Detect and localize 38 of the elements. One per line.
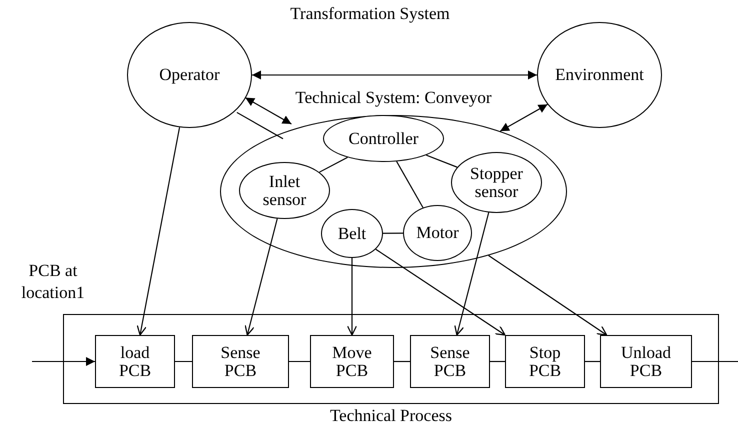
ellipse-node: Operator xyxy=(127,22,252,128)
ellipse-node: Environment xyxy=(537,22,662,128)
connector-line xyxy=(394,360,410,362)
arrow xyxy=(32,357,95,366)
connector-line xyxy=(383,232,403,234)
connector-line xyxy=(396,161,424,208)
process-box: Unload PCB xyxy=(600,335,692,388)
process-box: Sense PCB xyxy=(192,335,289,388)
arrow xyxy=(346,258,358,336)
arrow xyxy=(136,127,180,336)
connector-line xyxy=(692,360,738,362)
arrow xyxy=(244,218,278,336)
connector-line xyxy=(490,360,505,362)
ellipse-node: Controller xyxy=(323,115,444,162)
process-box: load PCB xyxy=(95,335,175,388)
process-label: Technical Process xyxy=(328,406,453,425)
note-label: PCB at location1 xyxy=(20,260,86,304)
arrow xyxy=(245,97,292,124)
process-box: Stop PCB xyxy=(505,335,585,388)
diagram-title: Transformation System xyxy=(289,3,451,25)
arrow xyxy=(500,104,548,132)
process-box: Sense PCB xyxy=(410,335,490,388)
connector-line xyxy=(426,154,458,168)
connector-line xyxy=(585,360,600,362)
process-box: Move PCB xyxy=(310,335,394,388)
system-label: Technical System: Conveyor xyxy=(294,88,493,108)
ellipse-node: Belt xyxy=(321,209,383,258)
arrow xyxy=(375,248,506,336)
arrow xyxy=(488,255,608,336)
ellipse-node: Stopper sensor xyxy=(451,152,542,213)
ellipse-node: Motor xyxy=(403,205,472,261)
ellipse-node: Inlet sensor xyxy=(239,162,330,219)
arrow xyxy=(252,70,537,80)
connector-line xyxy=(175,360,192,362)
connector-line xyxy=(236,112,284,140)
arrow xyxy=(454,212,490,336)
connector-line xyxy=(319,156,348,173)
connector-line xyxy=(289,360,310,362)
